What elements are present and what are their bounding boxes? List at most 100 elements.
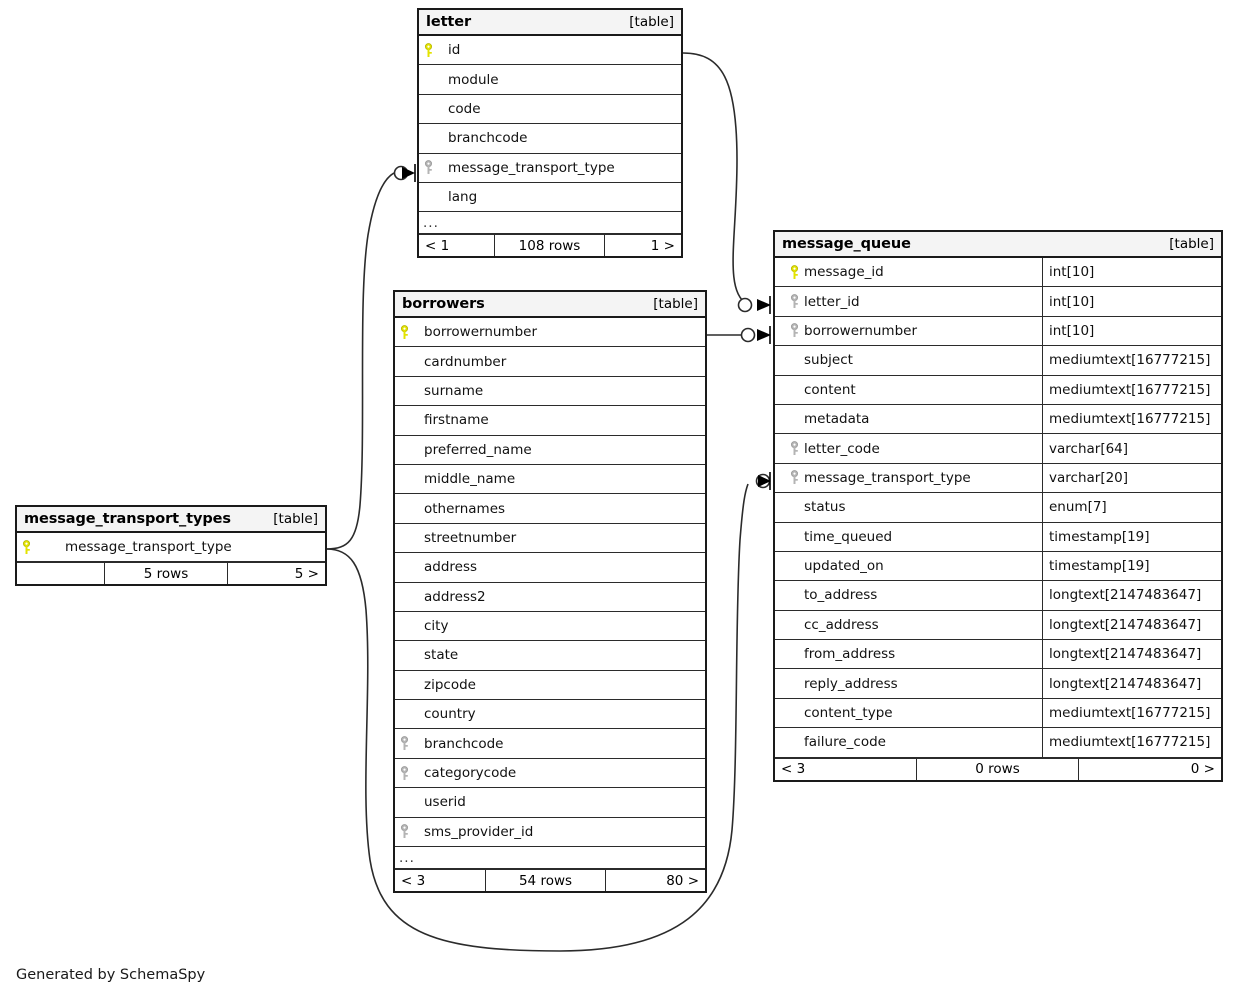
column-name: time_queued [804,528,893,545]
table-row[interactable]: streetnumber [395,524,705,554]
next-page-button[interactable]: 1 > [650,237,675,254]
next-page-button[interactable]: 5 > [294,565,319,582]
table-row[interactable]: address [395,553,705,583]
table-row[interactable]: subject mediumtext[16777215] [775,346,1221,376]
column-name: id [448,42,461,59]
table-message-queue[interactable]: message_queue [table] message_id int[10] [773,230,1223,782]
table-row[interactable]: message_transport_type [17,533,325,563]
column-name: updated_on [804,558,884,575]
table-row[interactable]: state [395,641,705,671]
table-row[interactable]: metadata mediumtext[16777215] [775,404,1221,435]
table-row[interactable]: letter_id int[10] [775,287,1221,317]
table-row[interactable]: updated_on timestamp[19] [775,551,1221,582]
table-row[interactable]: city [395,612,705,642]
table-row[interactable]: from_address longtext[2147483647] [775,640,1221,670]
table-row[interactable]: userid [395,788,705,818]
column-name-cell: borrowernumber [775,317,1042,345]
table-message-transport-types[interactable]: message_transport_types [table] message_… [15,505,327,587]
prev-page-button[interactable]: < 3 [395,870,486,892]
column-type: varchar[64] [1042,434,1221,463]
table-row[interactable]: message_id int[10] [775,258,1221,288]
primary-key-icon [17,533,36,561]
column-name: module [448,71,499,88]
prev-page-button[interactable]: < 3 [775,758,917,780]
prev-page-button[interactable]: < 1 [419,235,495,257]
more-columns-indicator: ... [419,212,681,235]
column-name-cell: metadata [775,405,1042,433]
table-row[interactable]: module [419,65,681,95]
table-row[interactable]: borrowernumber [395,318,705,348]
column-name: letter_code [804,440,880,457]
table-message-queue-tag: [table] [1169,236,1214,252]
table-row[interactable]: middle_name [395,465,705,495]
column-name: surname [424,382,484,399]
column-name: code [448,100,481,117]
table-row[interactable]: surname [395,377,705,407]
column-name: message_transport_type [804,469,971,486]
no-key-spacer [419,124,438,152]
more-columns-indicator: ... [395,847,705,870]
table-row[interactable]: othernames [395,494,705,524]
table-letter[interactable]: letter [table] id module code branchcode [417,8,683,259]
table-message-queue-columns: message_id int[10] letter_id int[10] [775,258,1221,780]
column-name: content [804,381,856,398]
column-name: message_transport_type [448,159,615,176]
table-row[interactable]: country [395,700,705,730]
next-page-button[interactable]: 0 > [1190,761,1215,778]
table-row[interactable]: code [419,95,681,125]
column-type: mediumtext[16777215] [1042,698,1221,728]
column-name-cell: cc_address [775,611,1042,639]
column-type: varchar[20] [1042,463,1221,493]
primary-key-icon [395,318,414,346]
table-row[interactable]: cc_address longtext[2147483647] [775,610,1221,641]
table-row[interactable]: status enum[7] [775,493,1221,523]
no-key-spacer [395,671,414,699]
table-row[interactable]: branchcode [395,729,705,759]
row-count: 0 rows [917,758,1079,780]
table-row[interactable]: message_transport_type [419,154,681,183]
table-row[interactable]: reply_address longtext[2147483647] [775,669,1221,699]
table-row[interactable]: content mediumtext[16777215] [775,375,1221,405]
column-name-cell: letter_id [775,287,1042,315]
table-row[interactable]: message_transport_type varchar[20] [775,463,1221,494]
table-row[interactable]: content_type mediumtext[16777215] [775,698,1221,729]
no-key-spacer [395,347,414,375]
table-row[interactable]: borrowernumber int[10] [775,316,1221,347]
table-message-queue-header: message_queue [table] [775,232,1221,258]
next-page-button[interactable]: 80 > [666,872,699,889]
table-row[interactable]: time_queued timestamp[19] [775,522,1221,552]
column-name: cc_address [804,616,879,633]
table-borrowers-header: borrowers [table] [395,292,705,318]
prev-page-button[interactable] [17,563,105,585]
table-row[interactable]: categorycode [395,759,705,789]
table-row[interactable]: lang [419,183,681,213]
row-count: 5 rows [105,563,228,585]
column-name: country [424,706,476,723]
column-name: streetnumber [424,529,517,546]
table-row[interactable]: preferred_name [395,436,705,465]
table-row[interactable]: sms_provider_id [395,818,705,848]
column-type: longtext[2147483647] [1042,610,1221,640]
primary-key-icon [785,264,804,280]
column-name: metadata [804,411,870,428]
column-name: borrowernumber [804,322,918,339]
no-key-spacer [419,95,438,123]
column-name: message_transport_type [65,539,232,556]
table-row[interactable]: id [419,36,681,66]
table-message-queue-footer: < 3 0 rows 0 > [775,757,1221,780]
table-borrowers[interactable]: borrowers [table] borrowernumber cardnum… [393,290,707,894]
table-row[interactable]: zipcode [395,671,705,701]
table-row[interactable]: branchcode [419,124,681,154]
edge-borrowers-to-message-queue [707,326,771,344]
no-key-spacer [395,700,414,728]
column-name: userid [424,794,466,811]
table-row[interactable]: cardnumber [395,347,705,377]
column-type: mediumtext[16777215] [1042,346,1221,375]
table-row[interactable]: firstname [395,406,705,436]
table-row[interactable]: letter_code varchar[64] [775,434,1221,464]
no-key-spacer [419,65,438,93]
table-row[interactable]: address2 [395,583,705,612]
table-row[interactable]: to_address longtext[2147483647] [775,581,1221,611]
table-row[interactable]: failure_code mediumtext[16777215] [775,728,1221,758]
column-type: int[10] [1042,287,1221,316]
